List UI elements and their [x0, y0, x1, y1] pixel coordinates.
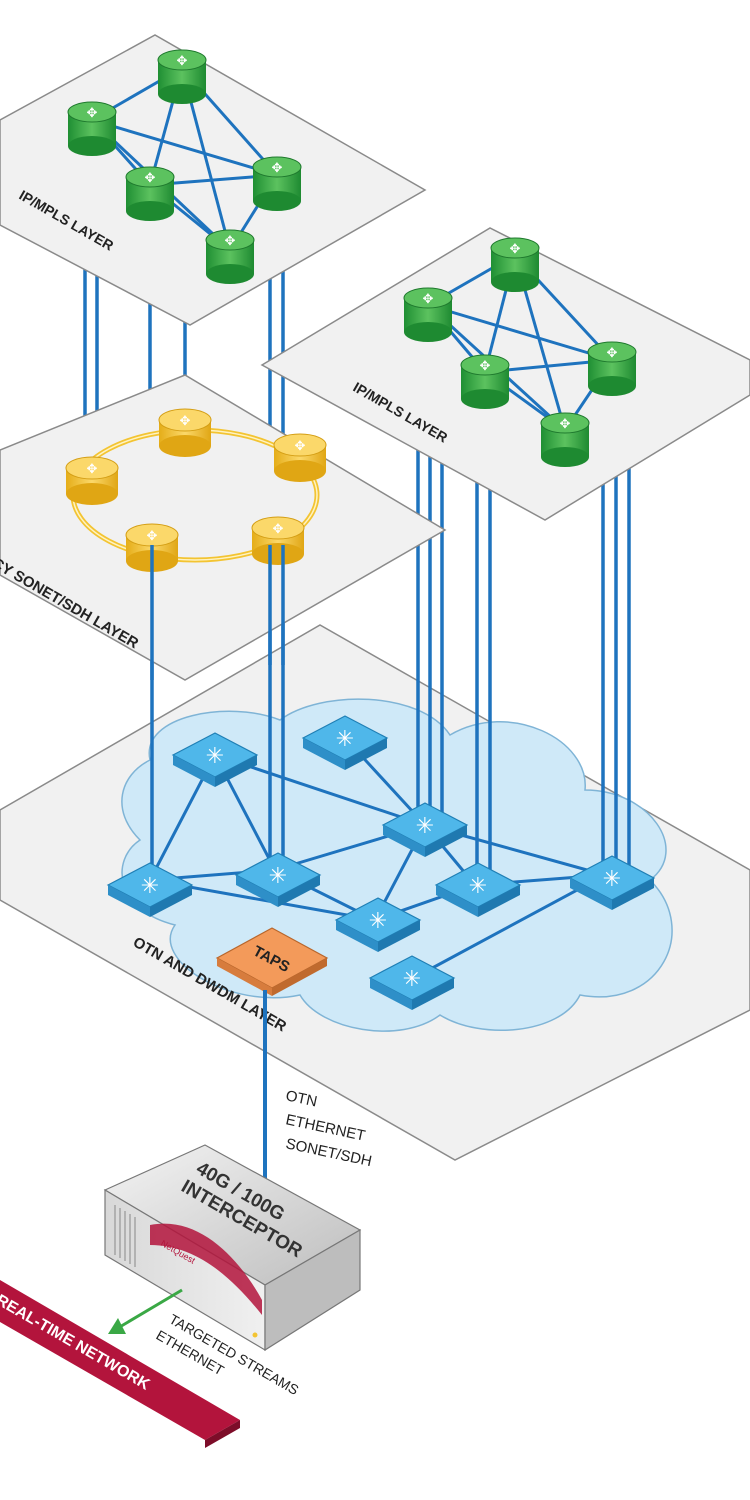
otn-switch-9: ✳ [368, 955, 456, 1010]
svg-text:✳: ✳ [369, 909, 387, 934]
otn-switch-4: ✳ [106, 862, 194, 917]
svg-text:✳: ✳ [403, 967, 421, 992]
svg-text:✥: ✥ [87, 462, 98, 477]
sonet-link-stubs [150, 545, 285, 680]
otn-switch-2: ✳ [301, 715, 389, 770]
svg-text:✳: ✳ [336, 727, 354, 752]
svg-text:✥: ✥ [145, 171, 156, 186]
interceptor-appliance: NetQuest 40G / 100G INTERCEPTOR [103, 1144, 362, 1352]
svg-text:✥: ✥ [177, 54, 188, 69]
svg-text:✥: ✥ [607, 346, 618, 361]
otn-switch-7: ✳ [568, 855, 656, 910]
taps-box: TAPS [215, 927, 329, 996]
svg-text:✥: ✥ [225, 234, 236, 249]
svg-text:✥: ✥ [272, 161, 283, 176]
svg-text:✳: ✳ [206, 744, 224, 769]
otn-switch-1: ✳ [171, 732, 259, 787]
svg-text:✥: ✥ [87, 106, 98, 121]
otn-switches: ✳ ✳ ✳ ✳ ✳ ✳ [106, 715, 656, 1010]
ip2-routers: ✥ ✥ ✥ ✥ ✥ [403, 237, 637, 467]
brand-swoosh [150, 1223, 262, 1315]
sonet-node-1: ✥ [158, 408, 212, 457]
sonet-node-5: ✥ [251, 516, 305, 565]
output-arrow [108, 1288, 183, 1334]
router-icon: ✥ [460, 354, 510, 409]
otn-switch-3: ✳ [381, 802, 469, 857]
router-icon: ✥ [157, 49, 207, 104]
svg-text:✳: ✳ [469, 874, 487, 899]
vent-grille [114, 1205, 136, 1267]
router-icon: ✥ [67, 101, 117, 156]
svg-text:✥: ✥ [510, 242, 521, 257]
router-icon: ✥ [587, 341, 637, 396]
router-icon: ✥ [205, 229, 255, 284]
router-icon: ✥ [252, 156, 302, 211]
svg-text:✥: ✥ [480, 359, 491, 374]
router-icon: ✥ [403, 287, 453, 342]
power-led-icon [252, 1332, 258, 1338]
svg-text:✳: ✳ [603, 867, 621, 892]
sonet-node-3: ✥ [273, 433, 327, 482]
otn-switch-5: ✳ [234, 852, 322, 907]
otn-switch-6: ✳ [434, 862, 522, 917]
svg-text:✥: ✥ [180, 414, 191, 429]
svg-text:✥: ✥ [423, 292, 434, 307]
svg-text:✳: ✳ [269, 864, 287, 889]
link-type-otn: OTN [284, 1087, 319, 1110]
tools-banner-shape [0, 1280, 240, 1440]
svg-text:✥: ✥ [295, 439, 306, 454]
router-icon: ✥ [490, 237, 540, 292]
sonet-node-2: ✥ [65, 456, 119, 505]
svg-text:✥: ✥ [273, 522, 284, 537]
svg-text:✳: ✳ [141, 874, 159, 899]
router-icon: ✥ [125, 166, 175, 221]
router-icon: ✥ [540, 412, 590, 467]
ip1-routers: ✥ ✥ ✥ ✥ ✥ [67, 49, 302, 284]
otn-switch-8: ✳ [334, 897, 422, 952]
sonet-plane [0, 374, 447, 681]
interceptor-side [264, 1228, 361, 1352]
svg-text:✥: ✥ [560, 417, 571, 432]
svg-text:✥: ✥ [147, 529, 158, 544]
svg-text:✳: ✳ [416, 814, 434, 839]
